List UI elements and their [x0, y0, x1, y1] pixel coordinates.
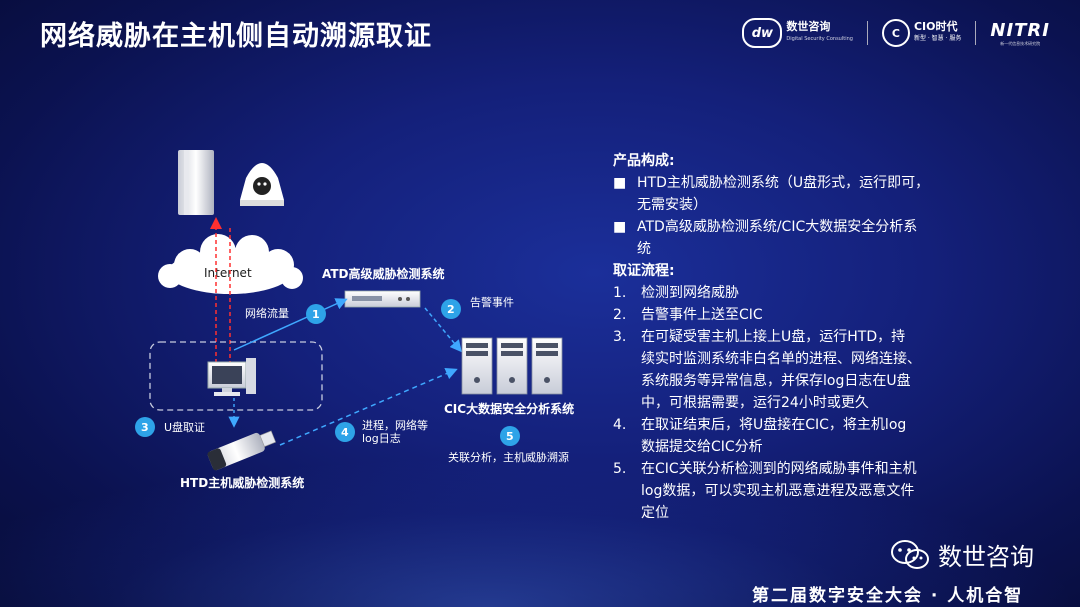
logo-divider — [867, 21, 868, 45]
step-badge-2: 2 — [441, 299, 461, 319]
log-label-line1: 进程，网络等 — [362, 418, 428, 432]
process-step: 2. 告警事件上送至CIC — [613, 304, 963, 326]
correlation-label: 关联分析，主机威胁溯源 — [448, 450, 569, 464]
wechat-account: 数世咨询 — [890, 537, 1034, 572]
composition-item: ■ HTD主机威胁检测系统（U盘形式，运行即可，无需安装） — [613, 172, 963, 216]
shushi-logo-sub: Digital Security Consulting — [786, 33, 853, 45]
svg-text:3: 3 — [141, 421, 149, 434]
forensics-diagram: Internet ATD高级威胁检测系统 网络流量 告警事件 — [0, 0, 600, 607]
cio-logo: C CIO时代 新型 · 智慧 · 服务 — [882, 19, 961, 47]
wechat-icon — [890, 538, 930, 572]
process-step: 1. 检测到网络威胁 — [613, 282, 963, 304]
process-heading: 取证流程: — [613, 260, 963, 282]
hacker-icon — [240, 163, 284, 206]
usb-drive-icon — [207, 427, 278, 471]
logo-divider — [975, 21, 976, 45]
step-badge-4: 4 — [335, 422, 355, 442]
usb-forensics-label: U盘取证 — [164, 420, 205, 434]
htd-label: HTD主机威胁检测系统 — [180, 475, 304, 490]
atd-label: ATD高级威胁检测系统 — [322, 266, 445, 281]
logo-bar: dw 数世咨询 Digital Security Consulting C CI… — [742, 18, 1050, 48]
step-badge-5: 5 — [500, 426, 520, 446]
composition-item: ■ ATD高级威胁检测系统/CIC大数据安全分析系统 — [613, 216, 963, 260]
host-pc-icon — [208, 358, 256, 396]
cio-logo-sub: 新型 · 智慧 · 服务 — [914, 33, 961, 45]
description-panel: 产品构成: ■ HTD主机威胁检测系统（U盘形式，运行即可，无需安装） ■ AT… — [613, 150, 963, 524]
nitri-logo-name: NITRI — [990, 20, 1050, 41]
shushi-logo-mark: dw — [742, 18, 782, 48]
step-badge-3: 3 — [135, 417, 155, 437]
nitri-logo-sub: 新一代信息技术研究院 — [1000, 41, 1040, 47]
internet-label: Internet — [204, 266, 252, 280]
svg-text:1: 1 — [312, 308, 320, 321]
log-label-line2: log日志 — [362, 432, 401, 445]
cic-label: CIC大数据安全分析系统 — [444, 401, 574, 416]
cio-logo-mark: C — [882, 19, 910, 47]
svg-text:2: 2 — [447, 303, 455, 316]
atd-appliance-icon — [345, 291, 420, 307]
bullet-icon: ■ — [613, 216, 637, 260]
process-step: 3. 在可疑受害主机上接上U盘，运行HTD，持续实时监测系统非白名单的进程、网络… — [613, 326, 963, 414]
wechat-name: 数世咨询 — [938, 537, 1034, 572]
svg-text:4: 4 — [341, 426, 349, 439]
cio-logo-name: CIO时代 — [914, 21, 961, 33]
shushi-logo: dw 数世咨询 Digital Security Consulting — [742, 18, 853, 48]
shushi-logo-name: 数世咨询 — [786, 21, 853, 33]
composition-heading: 产品构成: — [613, 150, 963, 172]
alarm-label: 告警事件 — [470, 295, 514, 309]
cic-servers-icon — [462, 338, 562, 394]
step-badge-1: 1 — [306, 304, 326, 324]
conference-name: 第二届数字安全大会 · 人机合智 — [752, 581, 1023, 606]
svg-text:5: 5 — [506, 430, 514, 443]
bullet-icon: ■ — [613, 172, 637, 216]
remote-server-icon — [178, 150, 214, 215]
nitri-logo: NITRI 新一代信息技术研究院 — [990, 20, 1050, 47]
traffic-label: 网络流量 — [245, 306, 289, 320]
